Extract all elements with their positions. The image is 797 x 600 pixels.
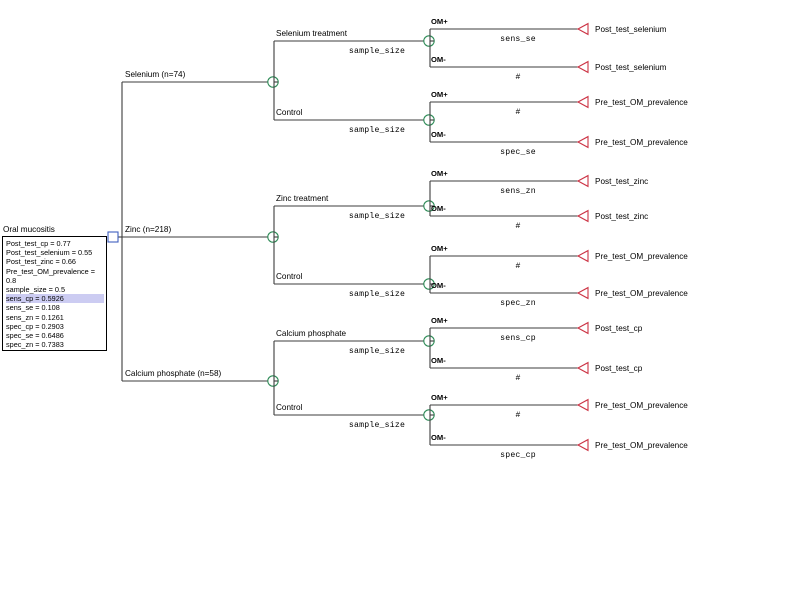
payoff-label-zinc-treatment-0: Post_test_zinc [595,177,648,186]
outcome-prob-selenium-control-0: # [515,108,520,117]
terminal-node-cp-control-0[interactable] [576,398,589,412]
root-variable-row[interactable]: sample_size = 0.5 [6,285,66,295]
outcome-prob-cp-control-1: spec_cp [500,451,536,460]
arm-label-selenium-control: Control [276,108,303,117]
chance-node-zinc-control[interactable] [423,278,435,290]
terminal-node-cp-treatment-0[interactable] [576,321,589,335]
chance-node-selenium-control[interactable] [423,114,435,126]
root-decision-node[interactable] [107,231,119,243]
root-variable-row[interactable]: spec_zn = 0.7383 [6,340,64,350]
payoff-label-selenium-treatment-1: Post_test_selenium [595,63,667,72]
root-node-title: Oral mucositis [3,225,55,234]
branch-label-zinc: Zinc (n=218) [125,225,171,234]
terminal-node-selenium-control-0[interactable] [576,95,589,109]
root-variable-row[interactable]: Post_test_cp = 0.77 [6,239,71,248]
terminal-node-cp-treatment-1[interactable] [576,361,589,375]
arm-prob-selenium-treatment: sample_size [349,46,405,56]
arm-label-cp-control: Control [276,403,303,412]
terminal-node-zinc-treatment-1[interactable] [576,209,589,223]
arm-label-zinc-control: Control [276,272,303,281]
state-label-zinc-control-pos: OM+ [431,244,448,253]
root-variable-row[interactable]: Post_test_zinc = 0.66 [6,257,76,267]
state-label-zinc-treatment-pos: OM+ [431,169,448,178]
outcome-prob-cp-treatment-1: # [515,374,520,383]
state-label-zinc-control-neg: OM- [431,281,446,290]
terminal-node-cp-control-1[interactable] [576,438,589,452]
payoff-label-zinc-treatment-1: Post_test_zinc [595,212,648,221]
outcome-prob-zinc-control-0: # [515,262,520,271]
state-label-selenium-treatment-pos: OM+ [431,17,448,26]
terminal-node-selenium-treatment-0[interactable] [576,22,589,36]
chance-node-calcium-phosphate[interactable] [267,375,279,387]
arm-prob-cp-treatment: sample_size [349,346,405,356]
chance-node-zinc[interactable] [267,231,279,243]
root-variable-row[interactable]: spec_se = 0.6486 [6,331,64,341]
terminal-node-selenium-control-1[interactable] [576,135,589,149]
chance-node-zinc-treatment[interactable] [423,200,435,212]
payoff-label-cp-treatment-1: Post_test_cp [595,364,643,373]
terminal-node-zinc-control-1[interactable] [576,286,589,300]
root-variable-row[interactable]: sens_se = 0.108 [6,303,60,313]
arm-prob-cp-control: sample_size [349,420,405,430]
terminal-node-zinc-treatment-0[interactable] [576,174,589,188]
root-variable-row[interactable]: sens_zn = 0.1261 [6,312,64,322]
payoff-label-selenium-treatment-0: Post_test_selenium [595,25,667,34]
payoff-label-cp-control-1: Pre_test_OM_prevalence [595,441,688,450]
arm-prob-selenium-control: sample_size [349,125,405,135]
outcome-prob-zinc-control-1: spec_zn [500,299,536,308]
state-label-cp-treatment-neg: OM- [431,356,446,365]
branch-label-calcium-phosphate: Calcium phosphate (n=58) [125,369,222,378]
payoff-label-zinc-control-1: Pre_test_OM_prevalence [595,289,688,298]
chance-node-selenium-treatment[interactable] [423,35,435,47]
outcome-prob-cp-treatment-0: sens_cp [500,334,536,343]
arm-prob-zinc-treatment: sample_size [349,211,405,221]
terminal-node-selenium-treatment-1[interactable] [576,60,589,74]
arm-label-cp-treatment: Calcium phosphate [276,329,347,338]
payoff-label-cp-control-0: Pre_test_OM_prevalence [595,401,688,410]
state-label-selenium-treatment-neg: OM- [431,55,446,64]
branch-label-selenium: Selenium (n=74) [125,70,186,79]
chance-node-cp-treatment[interactable] [423,335,435,347]
payoff-label-zinc-control-0: Pre_test_OM_prevalence [595,252,688,261]
payoff-label-cp-treatment-0: Post_test_cp [595,324,643,333]
state-label-selenium-control-pos: OM+ [431,90,448,99]
outcome-prob-selenium-treatment-0: sens_se [500,35,536,44]
root-variable-row[interactable]: sens_cp = 0.5926 [6,294,104,304]
state-label-selenium-control-neg: OM- [431,130,446,139]
state-label-cp-control-pos: OM+ [431,393,448,402]
state-label-cp-treatment-pos: OM+ [431,316,448,325]
root-variable-row[interactable]: Post_test_selenium = 0.55 [6,248,93,258]
outcome-prob-zinc-treatment-0: sens_zn [500,187,536,196]
state-label-zinc-treatment-neg: OM- [431,204,446,213]
root-variable-row[interactable]: Pre_test_OM_prevalence = 0.8 [6,266,96,285]
payoff-label-selenium-control-1: Pre_test_OM_prevalence [595,138,688,147]
state-label-cp-control-neg: OM- [431,433,446,442]
root-variable-row[interactable]: spec_cp = 0.2903 [6,321,64,331]
arm-prob-zinc-control: sample_size [349,289,405,299]
chance-node-cp-control[interactable] [423,409,435,421]
outcome-prob-selenium-control-1: spec_se [500,148,536,157]
payoff-label-selenium-control-0: Pre_test_OM_prevalence [595,98,688,107]
terminal-node-zinc-control-0[interactable] [576,249,589,263]
outcome-prob-zinc-treatment-1: # [515,222,520,231]
outcome-prob-selenium-treatment-1: # [515,73,520,82]
chance-node-selenium[interactable] [267,76,279,88]
arm-label-zinc-treatment: Zinc treatment [276,194,329,203]
outcome-prob-cp-control-0: # [515,411,520,420]
arm-label-selenium-treatment: Selenium treatment [276,29,348,38]
